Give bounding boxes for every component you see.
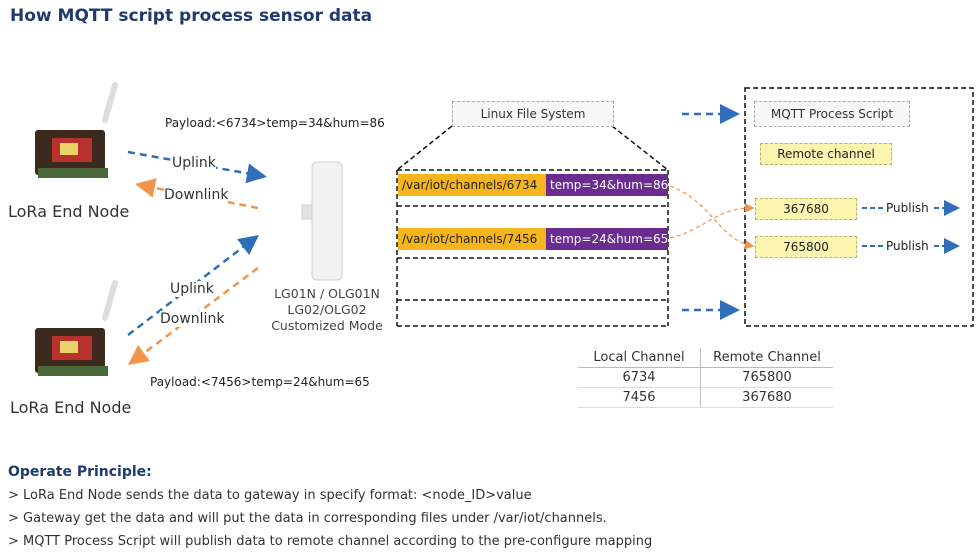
publish-label: Publish <box>886 239 929 253</box>
filesystem-frame <box>396 125 669 327</box>
mapping-arrow <box>669 185 755 250</box>
lora-node-device-icon <box>35 82 118 178</box>
table-cell: 6734 <box>578 367 701 388</box>
table-row: 6734 765800 <box>578 367 833 388</box>
table-cell: 7456 <box>578 387 701 408</box>
uplink-arrow <box>127 234 259 336</box>
mqtt-script-title: MQTT Process Script <box>754 101 910 127</box>
principle-title: Operate Principle: <box>8 464 152 480</box>
remote-channel-id: 765800 <box>755 236 857 258</box>
channel-file-value: temp=34&hum=86 <box>546 174 668 196</box>
remote-channel-label: Remote channel <box>760 143 892 165</box>
table-header: Remote Channel <box>700 348 833 368</box>
channel-file-value: temp=24&hum=65 <box>546 228 668 250</box>
end-node-label: LoRa End Node <box>10 398 132 417</box>
mapping-table: Local Channel Remote Channel 6734 765800… <box>578 348 833 408</box>
gateway-mode: Customized Mode <box>271 318 383 333</box>
gateway-model-2: LG02/OLG02 <box>287 302 367 317</box>
downlink-label: Downlink <box>164 187 229 203</box>
table-cell: 765800 <box>700 367 833 388</box>
payload-label: Payload:<6734>temp=34&hum=86 <box>165 116 385 130</box>
table-cell: 367680 <box>700 387 833 408</box>
principle-item: > MQTT Process Script will publish data … <box>8 534 653 549</box>
payload-label: Payload:<7456>temp=24&hum=65 <box>150 375 370 389</box>
principle-item: > Gateway get the data and will put the … <box>8 511 607 526</box>
uplink-arrow <box>127 150 267 184</box>
filesystem-title: Linux File System <box>452 101 614 127</box>
uplink-label: Uplink <box>172 155 216 171</box>
channel-file-path: /var/iot/channels/6734 <box>398 174 546 196</box>
uplink-label: Uplink <box>170 281 214 297</box>
remote-channel-id: 367680 <box>755 198 857 220</box>
principle-item: > LoRa End Node sends the data to gatewa… <box>8 488 532 503</box>
lora-node-device-icon <box>35 280 118 376</box>
channel-file-path: /var/iot/channels/7456 <box>398 228 546 250</box>
table-header-row: Local Channel Remote Channel <box>578 348 833 368</box>
gateway-model-1: LG01N / OLG01N <box>274 286 380 301</box>
diagram-title: How MQTT script process sensor data <box>10 6 373 26</box>
downlink-label: Downlink <box>160 311 225 327</box>
gateway-label: LG01N / OLG01N LG02/OLG02 Customized Mod… <box>262 286 392 334</box>
table-row: 7456 367680 <box>578 387 833 408</box>
mapping-arrow <box>669 203 755 239</box>
end-node-label: LoRa End Node <box>8 202 130 221</box>
table-header: Local Channel <box>578 348 701 368</box>
gateway-device-icon <box>301 161 343 281</box>
publish-label: Publish <box>886 201 929 215</box>
